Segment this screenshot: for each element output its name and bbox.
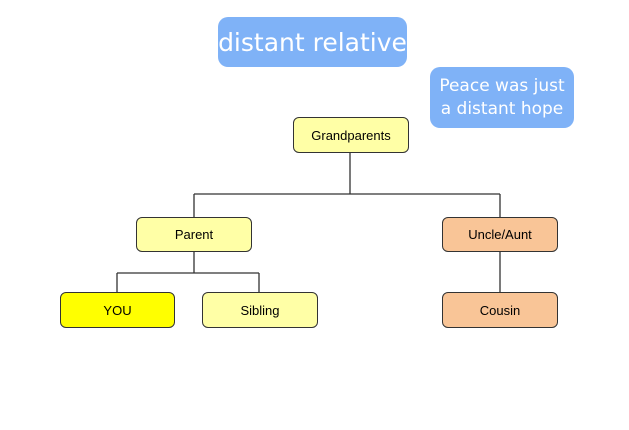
- node-sibling-label: Sibling: [240, 302, 280, 318]
- node-uncle-aunt: Uncle/Aunt: [442, 217, 558, 252]
- node-parent: Parent: [136, 217, 252, 252]
- note-badge: Peace was just a distant hope: [430, 67, 574, 128]
- node-you: YOU: [60, 292, 175, 328]
- node-cousin-label: Cousin: [479, 302, 521, 318]
- node-cousin: Cousin: [442, 292, 558, 328]
- node-grandparents: Grandparents: [293, 117, 409, 153]
- note-text: Peace was just a distant hope: [439, 75, 565, 119]
- node-uncle-aunt-label: Uncle/Aunt: [468, 227, 532, 242]
- node-grandparents-label: Grandparents: [311, 127, 391, 143]
- node-sibling: Sibling: [202, 292, 318, 328]
- title-badge: distant relative: [218, 17, 407, 67]
- node-parent-label: Parent: [174, 227, 214, 242]
- title-text: distant relative: [218, 27, 407, 57]
- node-you-label: YOU: [103, 302, 132, 318]
